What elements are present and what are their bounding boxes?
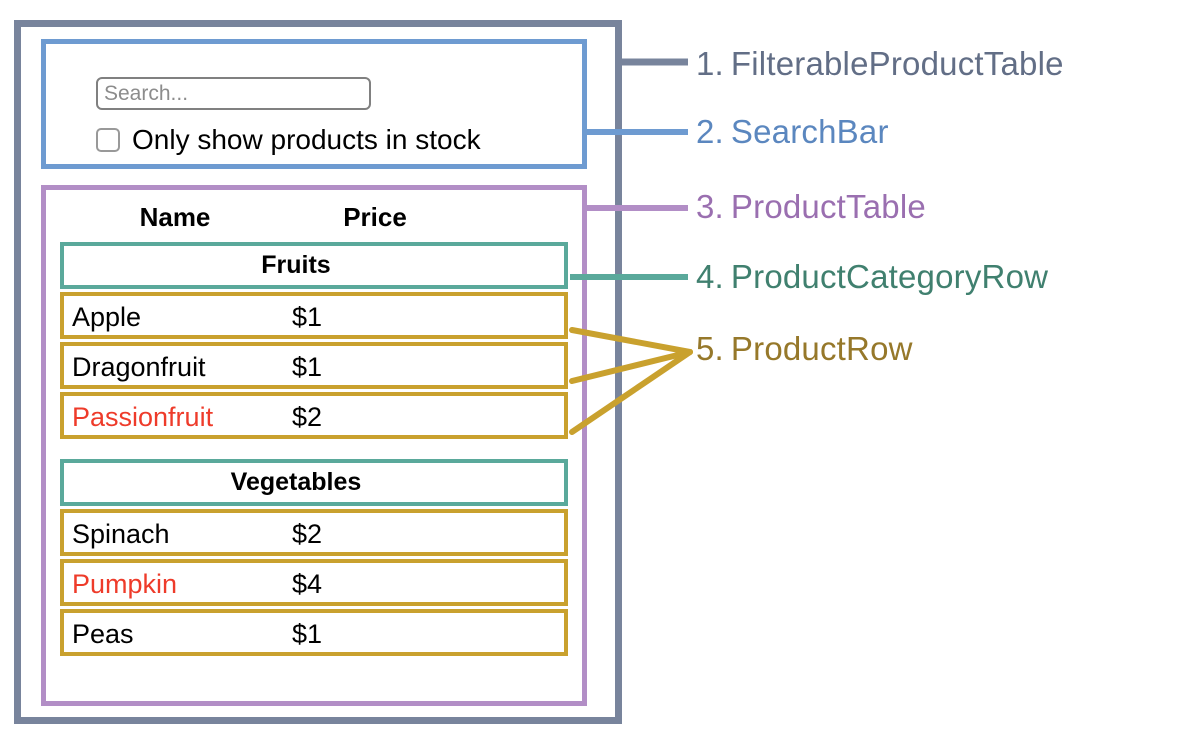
column-header-price: Price <box>343 202 407 232</box>
product-row-price: $1 <box>292 619 323 649</box>
search-bar-box: Search... Only show products in stock <box>41 39 587 169</box>
callout-text-1: FilterableProductTable <box>730 45 1064 82</box>
callout-number-3: 3. <box>696 188 724 225</box>
callout-label-4: 4.ProductCategoryRow <box>696 258 1048 296</box>
product-table-box: Name Price Fruits Apple $1 Dragonfruit $… <box>41 185 587 706</box>
group-spacer <box>60 442 568 459</box>
product-row: Apple $1 <box>60 292 568 339</box>
product-row-price: $1 <box>292 302 323 332</box>
callout-number-2: 2. <box>696 113 724 150</box>
product-row-name: Dragonfruit <box>72 352 206 382</box>
table-header-row: Name Price <box>60 198 568 242</box>
product-row: Peas $1 <box>60 609 568 656</box>
product-row: Pumpkin $4 <box>60 559 568 606</box>
callout-label-1: 1.FilterableProductTable <box>696 45 1064 83</box>
checkbox-icon[interactable] <box>96 128 120 152</box>
product-row-name: Apple <box>72 302 142 332</box>
callout-label-2: 2.SearchBar <box>696 113 889 151</box>
product-row-name: Pumpkin <box>72 569 178 599</box>
product-row-price: $2 <box>292 519 323 549</box>
callout-number-1: 1. <box>696 45 724 82</box>
product-row-price: $4 <box>292 569 323 599</box>
product-category-row: Fruits <box>60 242 568 289</box>
column-header-name-wrap: Name <box>60 198 290 236</box>
product-category-label: Fruits <box>261 251 331 279</box>
callout-label-5: 5.ProductRow <box>696 330 913 368</box>
product-category-label: Vegetables <box>230 468 362 496</box>
column-header-price-wrap: Price <box>290 198 460 236</box>
callout-number-4: 4. <box>696 258 724 295</box>
callout-label-3: 3.ProductTable <box>696 188 926 226</box>
product-row-name: Spinach <box>72 519 170 549</box>
callout-text-5: ProductRow <box>730 330 913 367</box>
in-stock-checkbox-row[interactable]: Only show products in stock <box>96 125 481 155</box>
product-row-price: $1 <box>292 352 323 382</box>
product-row-name: Peas <box>72 619 134 649</box>
product-row-price: $2 <box>292 402 323 432</box>
product-row: Dragonfruit $1 <box>60 342 568 389</box>
callout-number-5: 5. <box>696 330 724 367</box>
product-row-name: Passionfruit <box>72 402 214 432</box>
callout-text-2: SearchBar <box>730 113 889 150</box>
product-row: Spinach $2 <box>60 509 568 556</box>
callout-text-4: ProductCategoryRow <box>730 258 1049 295</box>
product-category-row: Vegetables <box>60 459 568 506</box>
product-row: Passionfruit $2 <box>60 392 568 439</box>
callout-text-3: ProductTable <box>730 188 926 225</box>
column-header-name: Name <box>139 202 211 232</box>
in-stock-checkbox-label: Only show products in stock <box>132 124 481 155</box>
search-input[interactable]: Search... <box>96 77 371 110</box>
product-table-inner: Name Price Fruits Apple $1 Dragonfruit $… <box>60 198 568 659</box>
